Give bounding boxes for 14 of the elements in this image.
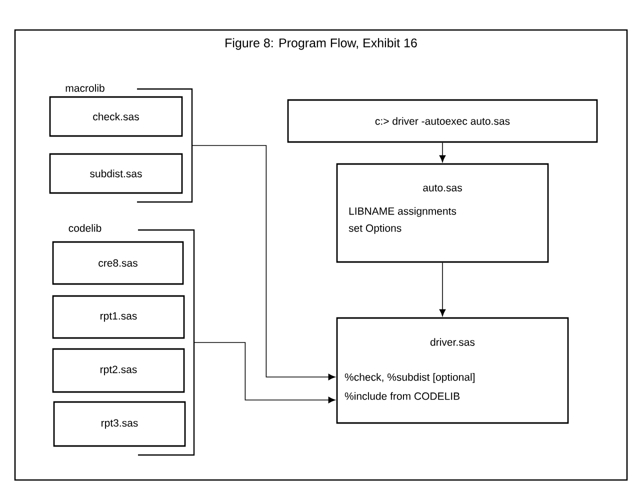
- file-box: rpt3.sas: [53, 401, 186, 447]
- file-box: rpt1.sas: [52, 295, 185, 339]
- figure-title: Figure 8: Program Flow, Exhibit 16: [226, 38, 417, 50]
- file-box: driver.sas %check, %subdist [optional] %include from CODELIB: [336, 317, 569, 424]
- file-box: cre8.sas: [52, 241, 184, 285]
- file-box: rpt2.sas: [52, 348, 185, 393]
- file-box: check.sas: [49, 96, 183, 137]
- arrow: [439, 142, 446, 162]
- file-box: subdist.sas: [49, 153, 183, 194]
- arrow: [439, 262, 446, 316]
- arrow: [192, 145, 336, 380]
- file-box: auto.sas LIBNAME assignments set Options: [336, 163, 549, 263]
- arrow: [194, 342, 336, 404]
- file-box: c:> driver -autoexec auto.sas: [287, 99, 598, 143]
